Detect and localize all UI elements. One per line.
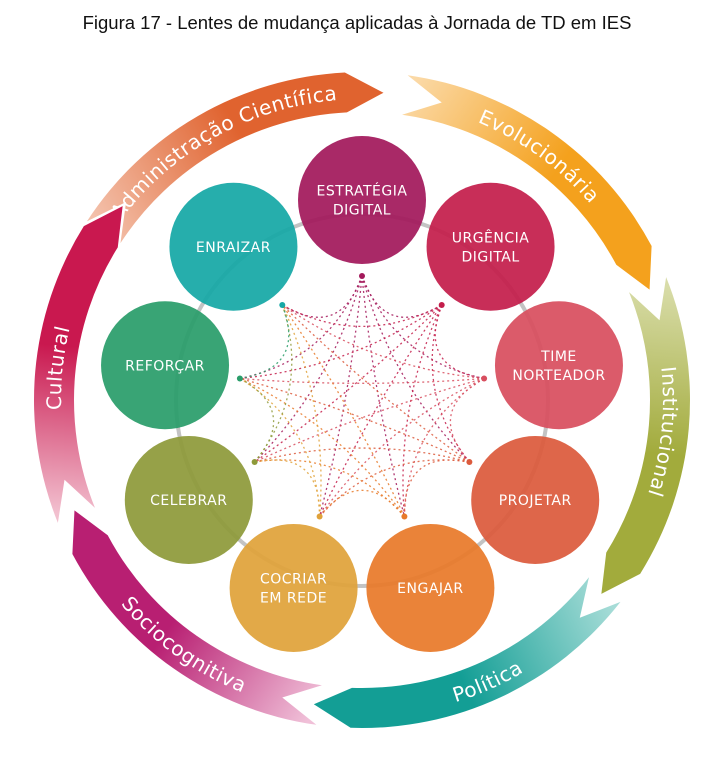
stage-node-label: EM REDE bbox=[260, 590, 327, 606]
stage-node-label: DIGITAL bbox=[333, 203, 391, 219]
lens-arc-politica bbox=[313, 577, 621, 728]
connection-line bbox=[281, 304, 322, 517]
connection-line bbox=[449, 377, 485, 463]
connection-endpoint bbox=[359, 273, 365, 279]
lens-arc-label: Sociocognitiva bbox=[117, 591, 250, 697]
stage-node-label: REFORÇAR bbox=[125, 358, 205, 374]
connection-endpoint bbox=[236, 375, 243, 382]
stage-node-label: ENRAIZAR bbox=[196, 240, 271, 256]
stage-node-circle bbox=[366, 523, 495, 652]
connection-line bbox=[431, 304, 470, 463]
stage-node-projetar: PROJETAR bbox=[471, 436, 600, 564]
stage-node-reforcar: REFORÇAR bbox=[101, 301, 230, 430]
stage-node-label: ENGAJAR bbox=[397, 581, 463, 597]
lens-arc-evolucionaria bbox=[402, 75, 652, 290]
connection-line bbox=[403, 377, 485, 517]
connection-line bbox=[281, 304, 485, 380]
stage-node-estrategia-digital: ESTRATÉGIA DIGITAL bbox=[298, 136, 426, 264]
lens-arc-administracao-cientifica bbox=[86, 72, 384, 244]
connection-line bbox=[254, 377, 485, 463]
stage-node-circle bbox=[471, 436, 600, 564]
connection-endpoint bbox=[279, 302, 286, 309]
connection-line bbox=[403, 459, 470, 517]
connection-line bbox=[254, 459, 321, 517]
stage-node-label: NORTEADOR bbox=[512, 368, 605, 384]
connection-line bbox=[254, 275, 363, 463]
figure-title: Figura 17 - Lentes de mudança aplicadas … bbox=[82, 12, 632, 33]
journey-stage-nodes: ESTRATÉGIA DIGITAL URGÊNCIA DIGITAL TIME NORT… bbox=[101, 136, 623, 652]
stage-node-time-norteador: TIME NORTEADOR bbox=[494, 301, 623, 430]
connection-line bbox=[254, 304, 293, 463]
connection-line bbox=[239, 377, 470, 463]
connection-line bbox=[319, 489, 405, 517]
connection-endpoint bbox=[316, 513, 323, 520]
connection-line bbox=[254, 447, 470, 463]
connection-line bbox=[402, 304, 443, 517]
stage-node-enraizar: ENRAIZAR bbox=[169, 182, 298, 311]
lens-arc-label-text: Sociocognitiva bbox=[117, 591, 250, 697]
stage-node-circle bbox=[426, 182, 555, 311]
connection-line bbox=[239, 377, 275, 463]
connection-endpoint bbox=[251, 459, 258, 465]
stage-node-label: TIME bbox=[540, 349, 577, 365]
stage-node-celebrar: CELEBRAR bbox=[124, 436, 253, 564]
lens-arc-sociocognitiva bbox=[72, 510, 322, 725]
connection-line bbox=[281, 304, 470, 463]
connection-network bbox=[236, 273, 488, 520]
connection-endpoint bbox=[438, 302, 445, 309]
connection-line bbox=[361, 275, 443, 318]
connection-line bbox=[254, 304, 443, 463]
stage-node-cocriar-em-rede: COCRIAR EM REDE bbox=[229, 523, 358, 652]
stage-node-circle bbox=[169, 182, 298, 311]
stage-node-label: DIGITAL bbox=[461, 249, 519, 265]
stage-node-urgencia-digital: URGÊNCIA DIGITAL bbox=[426, 182, 555, 311]
connection-line bbox=[281, 275, 363, 318]
connection-line bbox=[281, 304, 443, 328]
connection-line bbox=[434, 304, 485, 380]
stage-node-circle bbox=[298, 136, 426, 264]
connection-endpoint bbox=[481, 375, 488, 382]
connection-line bbox=[319, 459, 470, 517]
stage-node-label: COCRIAR bbox=[260, 571, 327, 587]
connection-line bbox=[239, 377, 485, 384]
connection-line bbox=[239, 377, 321, 517]
stage-node-circle bbox=[101, 301, 230, 430]
connection-line bbox=[239, 304, 443, 380]
stage-node-circle bbox=[124, 436, 253, 564]
stage-node-circle bbox=[229, 523, 358, 652]
connection-line bbox=[319, 377, 485, 517]
connection-line bbox=[361, 275, 406, 517]
connection-line bbox=[239, 377, 405, 517]
connection-line bbox=[361, 275, 470, 463]
connection-line bbox=[361, 275, 485, 380]
stage-node-label: PROJETAR bbox=[499, 493, 572, 509]
stage-node-label: CELEBRAR bbox=[150, 493, 227, 509]
stage-node-engajar: ENGAJAR bbox=[366, 523, 495, 652]
connection-endpoint bbox=[401, 513, 408, 520]
stage-node-label: ESTRATÉGIA bbox=[317, 183, 408, 200]
connection-line bbox=[254, 459, 405, 517]
stage-node-circle bbox=[494, 301, 623, 430]
connection-line bbox=[319, 304, 443, 517]
connection-line bbox=[239, 304, 290, 380]
lens-arc-cultural bbox=[33, 206, 123, 523]
connection-line bbox=[281, 304, 405, 517]
stage-node-label: URGÊNCIA bbox=[452, 228, 530, 246]
connection-endpoint bbox=[466, 459, 473, 465]
connection-line bbox=[318, 275, 363, 517]
lens-arc-institucional bbox=[601, 277, 690, 594]
